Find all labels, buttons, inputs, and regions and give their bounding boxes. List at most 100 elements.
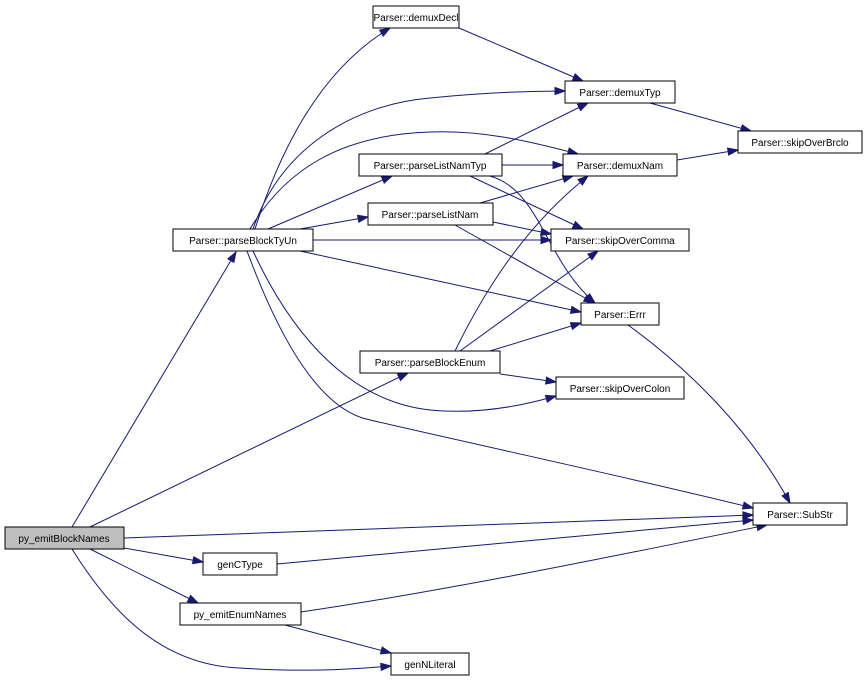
node-box	[752, 502, 848, 526]
edge-parseListNam-to-demuxNam	[479, 174, 575, 204]
edge-py_emitBlockNames-to-genCType	[123, 547, 205, 565]
edge-arrowhead	[544, 394, 558, 403]
edge-line	[71, 251, 237, 528]
edge-arrowhead	[742, 516, 755, 526]
node-box	[372, 5, 460, 29]
node-box	[367, 202, 494, 226]
node-label: Parser::parseListNamTyp	[374, 161, 487, 172]
node-box	[4, 526, 125, 550]
edge-line	[300, 524, 768, 613]
edge-line	[454, 175, 589, 352]
edge-line	[627, 324, 791, 504]
edge-line	[299, 250, 582, 313]
edge-parseBlockTyUn-to-demuxTyp	[252, 86, 567, 230]
node-label: genCType	[217, 560, 263, 571]
node-box	[555, 376, 685, 400]
edge-Errr-to-SubStr	[627, 324, 791, 505]
node-label: Parser::parseListNam	[382, 210, 479, 221]
edge-line	[649, 102, 752, 132]
edge-line	[89, 548, 199, 604]
edge-parseListNamTyp-to-demuxTyp	[484, 102, 590, 155]
node-box	[564, 80, 676, 104]
node-label: Parser::skipOverComma	[565, 236, 675, 247]
edge-line	[89, 372, 409, 528]
edge-parseBlockTyUn-to-skipOverComma	[313, 235, 553, 245]
edge-line	[458, 27, 584, 82]
node-box	[550, 228, 690, 252]
edge-line	[299, 216, 369, 230]
edge-parseBlockEnum-to-demuxNam	[454, 175, 590, 352]
edge-arrowhead	[379, 646, 393, 655]
node-label: py_emitEnumNames	[194, 610, 287, 621]
edge-py_emitBlockNames-to-py_emitEnumNames	[89, 548, 200, 604]
edge-arrowhead	[356, 214, 370, 223]
node-parse-block-ty-un[interactable]: Parser::parseBlockTyUn	[172, 228, 314, 252]
edge-arrowhead	[380, 662, 393, 672]
node-box	[390, 652, 470, 676]
node-gen-n-literal[interactable]: genNLiteral	[390, 652, 470, 676]
edge-arrowhead	[577, 175, 590, 186]
node-label: Parser::SubStr	[767, 510, 833, 521]
node-label: Parser::demuxNam	[577, 161, 663, 172]
node-demux-nam[interactable]: Parser::demuxNam	[562, 153, 678, 177]
node-label: genNLiteral	[404, 660, 455, 671]
edge-line	[484, 102, 589, 155]
edge-genCType-to-SubStr	[276, 516, 755, 565]
node-gen-c-type[interactable]: genCType	[202, 552, 278, 576]
edge-parseListNam-to-skipOverComma	[492, 221, 553, 236]
node-label: Parser::parseBlockEnum	[375, 358, 486, 369]
node-box	[172, 228, 314, 252]
edge-arrowhead	[582, 294, 596, 304]
edge-arrowhead	[545, 376, 558, 385]
edge-parseBlockTyUn-to-demuxDecl	[254, 27, 392, 230]
edge-py_emitEnumNames-to-genNLiteral	[284, 624, 393, 655]
node-label: Parser::demuxDecl	[373, 13, 458, 24]
edge-parseBlockTyUn-to-SubStr	[246, 250, 755, 510]
node-demux-decl[interactable]: Parser::demuxDecl	[372, 5, 460, 29]
edge-line	[459, 250, 599, 352]
edge-line	[276, 519, 754, 565]
node-box	[737, 130, 863, 154]
node-py-emit-enum-names[interactable]: py_emitEnumNames	[179, 602, 302, 626]
edge-py_emitEnumNames-to-SubStr	[300, 522, 769, 613]
edge-demuxTyp-to-skipOverBrclo	[649, 102, 753, 133]
edge-arrowhead	[569, 322, 583, 331]
node-parse-list-nam[interactable]: Parser::parseListNam	[367, 202, 494, 226]
node-parse-list-nam-typ[interactable]: Parser::parseListNamTyp	[358, 153, 503, 177]
edge-line	[454, 224, 595, 304]
edge-layer	[71, 27, 791, 672]
edge-line	[489, 322, 582, 352]
edge-arrowhead	[378, 27, 392, 38]
edge-line	[246, 250, 754, 509]
node-label: Parser::Errr	[594, 310, 646, 321]
edge-line	[123, 514, 754, 539]
edge-line	[252, 250, 557, 412]
edge-arrowhead	[396, 372, 410, 382]
node-skip-over-colon[interactable]: Parser::skipOverColon	[555, 376, 685, 400]
node-box	[202, 552, 278, 576]
node-parse-block-enum[interactable]: Parser::parseBlockEnum	[359, 350, 501, 374]
node-label: Parser::parseBlockTyUn	[189, 236, 297, 247]
edge-arrowhead	[576, 102, 590, 112]
node-py-emit-block-names[interactable]: py_emitBlockNames	[4, 526, 125, 550]
edge-line	[249, 131, 579, 230]
edge-line	[254, 27, 391, 230]
edge-arrowhead	[380, 175, 394, 184]
node-skip-over-comma[interactable]: Parser::skipOverComma	[550, 228, 690, 252]
node-sub-str[interactable]: Parser::SubStr	[752, 502, 848, 526]
node-demux-typ[interactable]: Parser::demuxTyp	[564, 80, 676, 104]
edge-demuxNam-to-skipOverBrclo	[676, 147, 740, 161]
edge-arrowhead	[227, 250, 237, 264]
edge-parseBlockTyUn-to-Errr	[299, 250, 583, 314]
node-skip-over-brclo[interactable]: Parser::skipOverBrclo	[737, 130, 863, 154]
node-label: Parser::skipOverColon	[570, 384, 671, 395]
node-label: py_emitBlockNames	[18, 534, 109, 545]
node-errr[interactable]: Parser::Errr	[580, 302, 660, 326]
edge-line	[267, 175, 393, 230]
edge-parseListNam-to-Errr	[454, 224, 596, 304]
edge-arrowhead	[554, 86, 567, 96]
edge-line	[71, 548, 392, 671]
edge-parseListNamTyp-to-demuxNam	[502, 160, 565, 170]
edge-parseBlockTyUn-to-demuxNam	[249, 131, 580, 230]
